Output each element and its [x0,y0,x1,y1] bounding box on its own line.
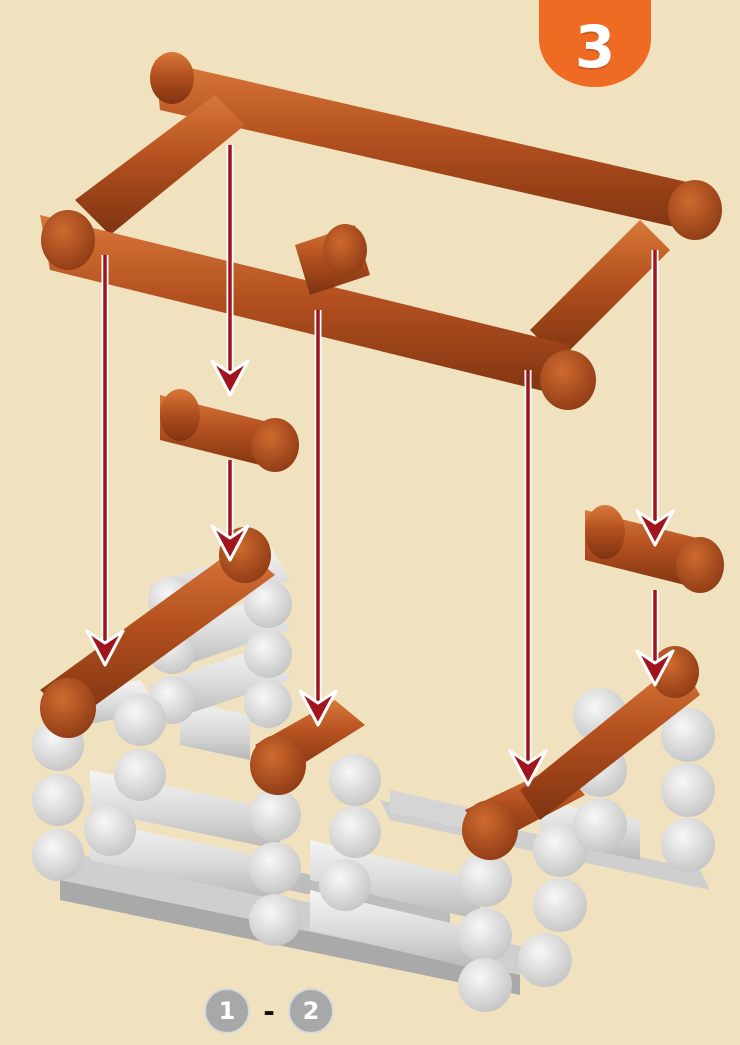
brown-log-small-left [160,389,299,472]
down-arrow-icon [635,250,675,547]
brown-log-middle-wall [250,700,365,795]
down-arrow-icon [635,590,675,687]
brown-log-top-frame [40,52,722,410]
white-log-stack-right-front [458,823,587,1012]
range-separator: - [263,994,275,1028]
range-from: 1 [218,997,236,1025]
white-log-stack-right-back [573,688,715,872]
range-from-badge: 1 [204,988,250,1034]
step-number-badge: 3 [539,0,651,87]
step-number: 3 [574,12,616,81]
down-arrow-icon [508,370,548,787]
white-log-base [32,545,715,1012]
brown-log-left-wall [40,527,275,738]
brown-log-small-right [585,505,724,593]
range-to: 2 [302,997,320,1025]
down-arrow-icon [85,255,125,667]
arrows [85,145,675,787]
range-to-badge: 2 [288,988,334,1034]
down-arrow-icon [210,460,250,562]
parts-range: 1 - 2 [204,986,334,1036]
down-arrow-icon [210,145,250,397]
down-arrow-icon [298,310,338,727]
white-log-stack-middle [249,754,381,946]
